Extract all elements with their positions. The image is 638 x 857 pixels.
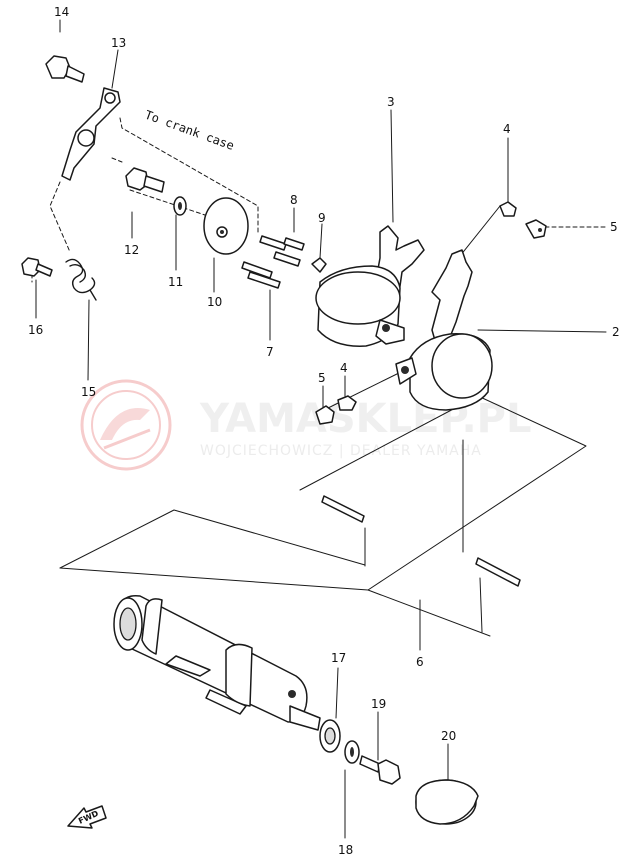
- watermark-subtitle: WOJCIECHOWICZ | DEALER YAMAHA: [200, 443, 482, 459]
- callout-c12: 15: [81, 385, 96, 399]
- callout-c16: 4: [340, 361, 348, 375]
- part-20-cap: [415, 779, 479, 825]
- callout-c21: 18: [338, 843, 353, 857]
- callout-c8: 12: [124, 243, 139, 257]
- part-11-washer: [173, 196, 187, 216]
- callout-c13: 7: [266, 345, 274, 359]
- callout-c5: 5: [610, 220, 618, 234]
- part-5-roller-lower: [315, 405, 335, 425]
- part-9-clip: [311, 257, 327, 273]
- watermark: YAMASKLEP.PL WOJCIECHOWICZ | DEALER YAMA…: [80, 379, 531, 471]
- part-6-guide-bars: [321, 495, 521, 587]
- part-13-stopper-lever: [61, 87, 121, 181]
- fwd-arrow-icon: FWD: [67, 805, 107, 829]
- leader-lines: [31, 19, 607, 839]
- callout-c2: 13: [111, 36, 126, 50]
- callouts: 14 13 3 4 5 8 9 12 11 10 16 15 7 2 5 4 6…: [28, 5, 620, 857]
- callout-c17: 6: [416, 655, 424, 669]
- note-to-crank-case: To crank case: [143, 108, 236, 153]
- part-10-plate: [203, 197, 249, 255]
- part-17-bearing: [319, 719, 341, 753]
- watermark-title: YAMASKLEP.PL: [199, 396, 531, 442]
- part-4-pin-top: [499, 201, 517, 217]
- callout-c10: 10: [207, 295, 222, 309]
- callout-c1: 14: [54, 5, 69, 19]
- callout-c15: 5: [318, 371, 326, 385]
- part-15-spring: [65, 258, 97, 301]
- part-shift-drum: [113, 594, 321, 731]
- part-7-pins: [241, 261, 281, 289]
- part-5-roller-right: [525, 219, 547, 239]
- callout-c6: 8: [290, 193, 298, 207]
- watermark-logo: [80, 379, 172, 471]
- callout-c20: 20: [441, 729, 456, 743]
- part-4-pin-lower: [337, 395, 357, 411]
- part-8-pins: [259, 235, 305, 267]
- callout-c18: 17: [331, 651, 346, 665]
- part-19-bolt: [359, 755, 401, 785]
- callout-c7: 9: [318, 211, 326, 225]
- part-3-shift-fork: [315, 225, 425, 347]
- part-14-bolt: [45, 55, 85, 83]
- part-12-bolt: [125, 167, 165, 193]
- callout-c14: 2: [612, 325, 620, 339]
- callout-c3: 3: [387, 95, 395, 109]
- callout-c9: 11: [168, 275, 183, 289]
- callout-c4: 4: [503, 122, 511, 136]
- callout-c11: 16: [28, 323, 43, 337]
- part-2-shift-fork: [395, 249, 493, 411]
- part-18-washer: [344, 740, 360, 764]
- part-16-bolt: [21, 257, 53, 277]
- callout-c19: 19: [371, 697, 386, 711]
